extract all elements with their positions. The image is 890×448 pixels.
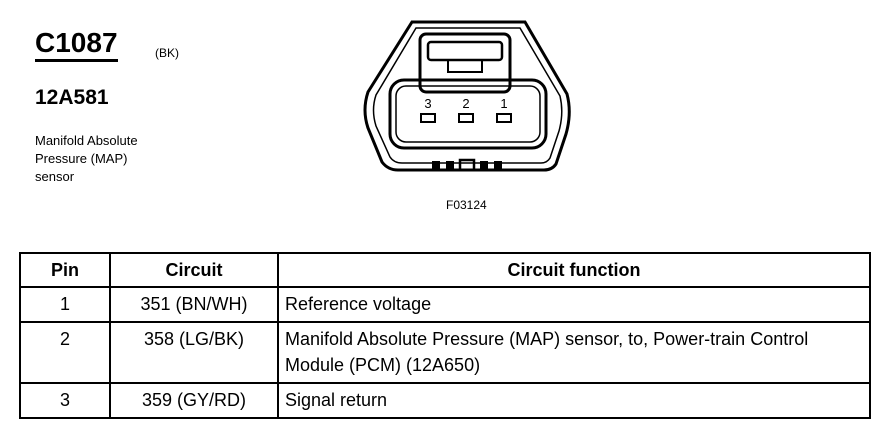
key-slot [446, 161, 454, 169]
key-slot [432, 161, 440, 169]
locking-tab [418, 32, 512, 94]
pin-terminal-2 [458, 113, 474, 123]
connector-housing-outline [363, 20, 571, 172]
cell-pin: 3 [19, 382, 111, 419]
component-description: Manifold Absolute Pressure (MAP) sensor [35, 133, 138, 184]
connector-face-diagram: 3 2 1 [363, 20, 571, 172]
part-number: 12A581 [35, 86, 109, 109]
cell-pin: 1 [19, 286, 111, 323]
cell-circuit: 359 (GY/RD) [109, 382, 279, 419]
color-code: (BK) [155, 46, 179, 60]
key-slot [480, 161, 488, 169]
pin-label-2: 2 [462, 96, 469, 111]
connector-housing-inner [372, 27, 563, 164]
locking-tab-inner [426, 40, 504, 62]
header-circuit-function: Circuit function [277, 252, 871, 288]
pin-label-1: 1 [500, 96, 507, 111]
table-row: 3 359 (GY/RD) Signal return [19, 382, 871, 419]
key-slot-center [458, 158, 476, 172]
pin-terminal-1 [496, 113, 512, 123]
cell-circuit: 358 (LG/BK) [109, 321, 279, 384]
connector-id: C1087 [35, 28, 118, 62]
key-slot [494, 161, 502, 169]
header-pin: Pin [19, 252, 111, 288]
locking-tab-latch [447, 59, 483, 73]
cell-circuit: 351 (BN/WH) [109, 286, 279, 323]
table-row: 1 351 (BN/WH) Reference voltage [19, 286, 871, 323]
table-header-row: Pin Circuit Circuit function [19, 252, 871, 288]
figure-code: F03124 [446, 198, 487, 212]
cell-function: Signal return [277, 382, 871, 419]
header-circuit: Circuit [109, 252, 279, 288]
cell-function: Reference voltage [277, 286, 871, 323]
pin-label-3: 3 [424, 96, 431, 111]
table-row: 2 358 (LG/BK) Manifold Absolute Pressure… [19, 321, 871, 384]
pin-terminal-3 [420, 113, 436, 123]
pin-cavity [388, 78, 548, 150]
cell-pin: 2 [19, 321, 111, 384]
cell-function: Manifold Absolute Pressure (MAP) sensor,… [277, 321, 871, 384]
pin-cavity-inner [395, 85, 541, 143]
pinout-table: Pin Circuit Circuit function 1 351 (BN/W… [19, 252, 871, 419]
